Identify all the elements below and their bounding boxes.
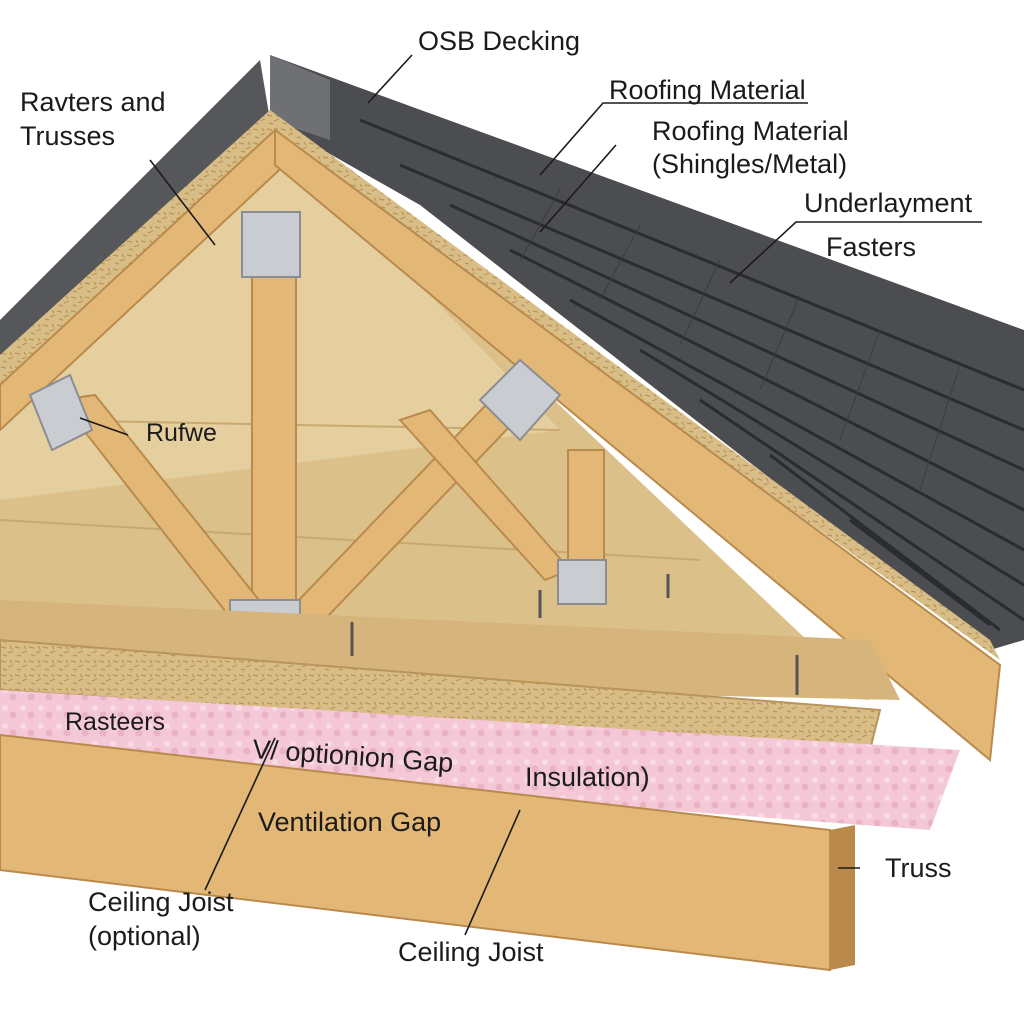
insulation-layer [0, 690, 960, 830]
label-ceiling-joist-optional-line2: (optional) [88, 921, 201, 951]
label-rafters-trusses-line2: Trusses [20, 121, 115, 151]
leader-lines [79, 54, 982, 936]
fasteners [350, 574, 799, 695]
label-roofing-material-2-line1: Roofing Material [652, 116, 849, 146]
label-insulation: Insulation) [525, 762, 650, 792]
label-truss: Truss [885, 853, 952, 883]
label-fasteners: Fasters [826, 232, 916, 262]
label-rufwe: Rufwe [146, 419, 217, 447]
label-rafters-trusses-line1: Ravters and [20, 87, 166, 117]
label-roofing-material: Roofing Material [609, 75, 806, 105]
osb-decking [0, 110, 1000, 660]
shingle-courses [359, 118, 1024, 632]
label-rasteers: Rasteers [65, 708, 165, 736]
label-ceiling-joist: Ceiling Joist [398, 937, 544, 967]
label-osb-decking: OSB Decking [418, 26, 580, 56]
label-roofing-material-2-line2: (Shingles/Metal) [652, 149, 847, 179]
labels: OSB Decking Ravters and Trusses Roofing … [20, 26, 973, 967]
gusset-plates [28, 211, 607, 653]
label-ceiling-joist-optional-line1: Ceiling Joist [88, 887, 234, 917]
ceiling-joist-beam [0, 733, 855, 972]
label-underlayment: Underlayment [804, 188, 973, 218]
shingle-tab-lines [519, 189, 961, 491]
rafters [0, 128, 1002, 762]
roof-surface [0, 55, 1024, 650]
label-ventilation-gap: Ventilation Gap [258, 807, 441, 837]
